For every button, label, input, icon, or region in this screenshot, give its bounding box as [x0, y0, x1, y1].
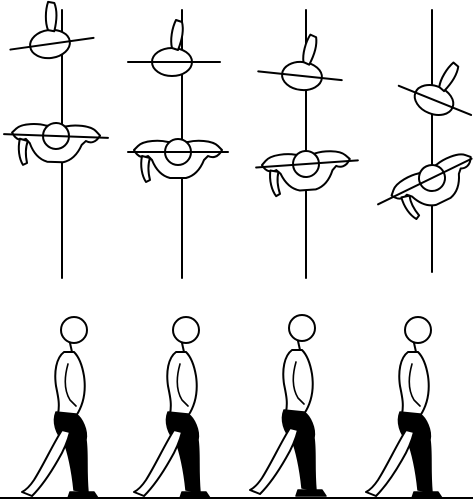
top-frame-4 — [372, 10, 473, 272]
walking-figure-3 — [250, 315, 326, 496]
top-frame-1 — [3, 0, 108, 278]
walking-figure-1 — [22, 317, 98, 498]
shoulder-rotation-3 — [255, 147, 360, 197]
pelvis-rotation-4 — [394, 47, 473, 128]
top-row — [3, 0, 473, 278]
bottom-row — [0, 315, 473, 498]
shoulder-rotation-2 — [128, 139, 228, 182]
walking-figure-4 — [366, 317, 442, 498]
pelvis-rotation-2 — [128, 20, 220, 76]
top-frame-2 — [128, 10, 228, 278]
shoulder-rotation-4 — [372, 147, 473, 231]
walking-figure-2 — [134, 317, 210, 498]
pelvis-rotation-3 — [257, 30, 346, 94]
pelvis-rotation-1 — [5, 0, 96, 63]
shoulder-rotation-1 — [3, 121, 108, 168]
top-frame-3 — [255, 10, 360, 278]
